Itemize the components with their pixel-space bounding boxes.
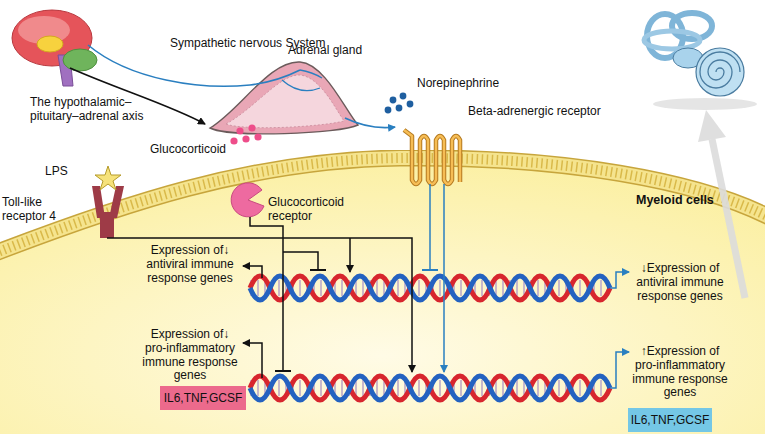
nerve-branch xyxy=(282,80,320,91)
molecule-dot xyxy=(396,105,403,112)
beta-signal-line xyxy=(443,184,445,372)
adrenal-medulla xyxy=(226,75,344,128)
dna-strand xyxy=(250,276,610,300)
receptor-label: Beta-adrenergic receptor xyxy=(468,105,638,119)
organ-label: Adrenal gland xyxy=(288,44,388,58)
molecule-dot xyxy=(242,135,249,142)
molecule-dot xyxy=(254,133,261,140)
receptor-body xyxy=(404,130,460,184)
inner-ear-illustration xyxy=(644,13,757,110)
gene-effect-label: Expression of↓ antiviral immune response… xyxy=(140,244,240,285)
output-arrow xyxy=(243,266,262,278)
receptor-stem xyxy=(100,212,114,238)
tlr4-signal-line xyxy=(349,238,351,272)
receptor-label: Toll-like receptor 4 xyxy=(2,196,64,224)
adrenal-cortex xyxy=(210,62,358,134)
nerve-branch xyxy=(300,70,322,78)
dna-strand xyxy=(250,376,610,400)
inhibition-bar xyxy=(422,269,438,271)
adrenal-gland-illustration xyxy=(210,62,358,134)
glucocorticoid-receptor xyxy=(231,183,264,217)
molecule-dot xyxy=(400,93,407,100)
hormone-label: Glucocorticoid xyxy=(150,143,240,157)
molecule-dot xyxy=(248,124,255,131)
release-arrow xyxy=(345,118,395,128)
cochlea-spiral xyxy=(700,52,740,88)
molecule-dot xyxy=(230,137,237,144)
output-arrow xyxy=(243,343,262,378)
inhibition-bar xyxy=(310,269,326,271)
beta-inhibition-line xyxy=(429,184,431,270)
cell-label: Myeloid cells xyxy=(636,193,714,207)
gene-box: IL6,TNF,GCSF xyxy=(628,408,712,432)
hormone-label: Norepinephrine xyxy=(417,77,517,91)
sympathetic-nerve xyxy=(88,45,300,86)
pointer-head xyxy=(698,110,726,142)
gene-effect-label: Expression of↓ pro-inflammatory immune r… xyxy=(140,328,240,383)
gr-inhibition-line xyxy=(250,217,283,371)
molecule-dot xyxy=(407,101,414,108)
norepinephrine-molecules xyxy=(385,93,414,114)
ligand-label: LPS xyxy=(45,165,85,179)
inhibition-bar xyxy=(275,370,291,372)
molecule-dot xyxy=(385,107,392,114)
molecule-dot xyxy=(390,97,397,104)
dna-helix-bottom xyxy=(250,376,610,400)
dna-helix-top xyxy=(250,276,610,300)
receptor-outline xyxy=(404,130,460,184)
tlr4-receptor xyxy=(92,166,124,238)
gene-effect-label: ↓Expression of antiviral immune response… xyxy=(630,262,730,303)
lps-star xyxy=(95,166,121,190)
gene-list: IL6,TNF,GCSF xyxy=(628,408,712,432)
cerebellum xyxy=(63,49,97,71)
ear-shadow xyxy=(653,98,757,110)
semicircular-canal xyxy=(644,31,700,49)
gene-effect-label: ↑Expression of pro-inflammatory immune r… xyxy=(630,345,730,400)
gene-list: IL6,TNF,GCSF xyxy=(160,386,246,410)
membrane-texture xyxy=(0,158,765,255)
gene-box: IL6,TNF,GCSF xyxy=(160,386,246,410)
hypothalamus xyxy=(37,36,63,52)
beta-adrenergic-receptor xyxy=(404,130,460,184)
cytoplasm xyxy=(0,158,765,434)
output-arrow xyxy=(610,352,629,388)
cochlea xyxy=(696,48,744,96)
membrane-band xyxy=(0,158,765,255)
receptor-label: Glucocorticoid receptor xyxy=(268,196,353,224)
axis-label: The hypothalamic–pituitary–adrenal axis xyxy=(30,96,165,124)
membrane-edge xyxy=(0,158,765,255)
molecule-dot xyxy=(236,127,243,134)
dna-strand xyxy=(250,376,610,400)
glucocorticoid-molecules xyxy=(230,124,261,144)
gr-inhibition-line xyxy=(283,252,318,270)
output-arrow xyxy=(610,272,629,288)
dna-strand xyxy=(250,276,610,300)
